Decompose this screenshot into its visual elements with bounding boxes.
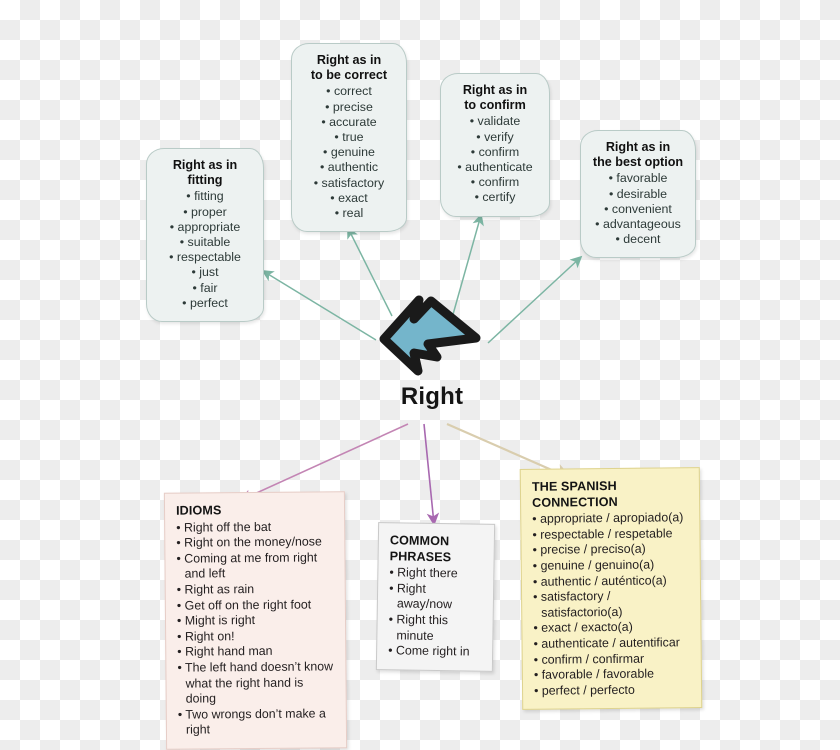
list-item: respectable xyxy=(153,250,257,265)
page-title: Right xyxy=(400,383,464,410)
idioms-list: Right off the bat Right on the money/nos… xyxy=(176,519,336,739)
sense-card-fitting[interactable]: Right as in fitting fitting proper appro… xyxy=(146,148,264,323)
sense-card-best-option[interactable]: Right as in the best option favorable de… xyxy=(580,130,696,259)
list-item: exact / exacto(a) xyxy=(533,620,690,637)
list-item: favorable / favorable xyxy=(534,666,691,683)
list-item: genuine xyxy=(298,145,400,160)
list-item: The left hand doesn’t know what the righ… xyxy=(177,659,335,707)
common-phrases-title: COMMON PHRASES xyxy=(389,533,452,564)
sense-card-title: Right as in fitting xyxy=(172,158,238,188)
list-item: convenient xyxy=(587,202,689,217)
common-phrases-list: Right there Right away/now Right this mi… xyxy=(388,565,483,660)
list-item: authentic xyxy=(298,160,400,175)
connector-to-phrases xyxy=(423,423,440,526)
list-item: Come right in xyxy=(388,643,482,660)
list-item: correct xyxy=(298,84,400,99)
list-item: Right as rain xyxy=(177,581,335,598)
list-item: proper xyxy=(153,205,257,220)
idioms-card[interactable]: IDIOMS Right off the bat Right on the mo… xyxy=(163,491,348,750)
list-item: Get off on the right foot xyxy=(177,597,335,614)
list-item: appropriate / apropiado(a) xyxy=(532,510,689,527)
list-item: Two wrongs don’t make a right xyxy=(178,706,336,739)
sense-card-title: Right as in to confirm xyxy=(462,83,528,113)
spanish-connection-title: THE SPANISH CONNECTION xyxy=(531,478,618,510)
list-item: confirm xyxy=(447,145,543,160)
list-item: desirable xyxy=(587,187,689,202)
list-item: Might is right xyxy=(177,612,335,629)
list-item: advantageous xyxy=(587,217,689,232)
list-item: perfect / perfecto xyxy=(534,682,691,699)
list-item: satisfactory / satisfactorio(a) xyxy=(533,588,690,621)
sense-card-title: Right as in the best option xyxy=(592,140,684,170)
list-item: suitable xyxy=(153,235,257,250)
sense-card-confirm[interactable]: Right as in to confirm validate verify c… xyxy=(440,73,550,217)
list-item: Coming at me from right and left xyxy=(176,550,334,583)
list-item: real xyxy=(298,206,400,221)
list-item: precise / preciso(a) xyxy=(533,542,690,559)
idioms-title: IDIOMS xyxy=(175,503,222,518)
sense-card-title: Right as in to be correct xyxy=(310,53,388,83)
spanish-connection-list: appropriate / apropiado(a) respectable /… xyxy=(532,510,691,699)
sense-card-list: validate verify confirm authenticate con… xyxy=(447,114,543,205)
list-item: validate xyxy=(447,114,543,129)
list-item: Right there xyxy=(389,565,483,582)
list-item: satisfactory xyxy=(298,176,400,191)
list-item: genuine / genuino(a) xyxy=(533,557,690,574)
list-item: appropriate xyxy=(153,220,257,235)
word-map-canvas: Right as in fitting fitting proper appro… xyxy=(0,0,840,728)
sense-card-correct[interactable]: Right as in to be correct correct precis… xyxy=(291,43,407,233)
list-item: certify xyxy=(447,190,543,205)
list-item: confirm / confirmar xyxy=(534,651,691,668)
sense-card-list: favorable desirable convenient advantage… xyxy=(587,171,689,247)
list-item: Right this minute xyxy=(388,612,482,645)
list-item: decent xyxy=(587,232,689,247)
list-item: confirm xyxy=(447,175,543,190)
list-item: authenticate / autentificar xyxy=(533,635,690,652)
common-phrases-card[interactable]: COMMON PHRASES Right there Right away/no… xyxy=(375,522,496,672)
list-item: Right on! xyxy=(177,628,335,645)
list-item: respectable / respetable xyxy=(532,526,689,543)
list-item: fitting xyxy=(153,189,257,204)
list-item: verify xyxy=(447,130,543,145)
list-item: accurate xyxy=(298,115,400,130)
list-item: Right on the money/nose xyxy=(176,534,334,551)
list-item: just xyxy=(153,265,257,280)
list-item: true xyxy=(298,130,400,145)
list-item: precise xyxy=(298,100,400,115)
sense-card-list: fitting proper appropriate suitable resp… xyxy=(153,189,257,311)
spanish-connection-card[interactable]: THE SPANISH CONNECTION appropriate / apr… xyxy=(519,467,703,711)
list-item: Right hand man xyxy=(177,644,335,661)
connector-to-idioms xyxy=(239,423,409,502)
list-item: Right off the bat xyxy=(176,519,334,536)
list-item: Right away/now xyxy=(389,581,483,614)
central-arrow-icon xyxy=(379,295,481,376)
list-item: perfect xyxy=(153,296,257,311)
list-item: fair xyxy=(153,281,257,296)
list-item: authenticate xyxy=(447,160,543,175)
list-item: exact xyxy=(298,191,400,206)
sense-card-list: correct precise accurate true genuine au… xyxy=(298,84,400,221)
list-item: favorable xyxy=(587,171,689,186)
list-item: authentic / auténtico(a) xyxy=(533,573,690,590)
